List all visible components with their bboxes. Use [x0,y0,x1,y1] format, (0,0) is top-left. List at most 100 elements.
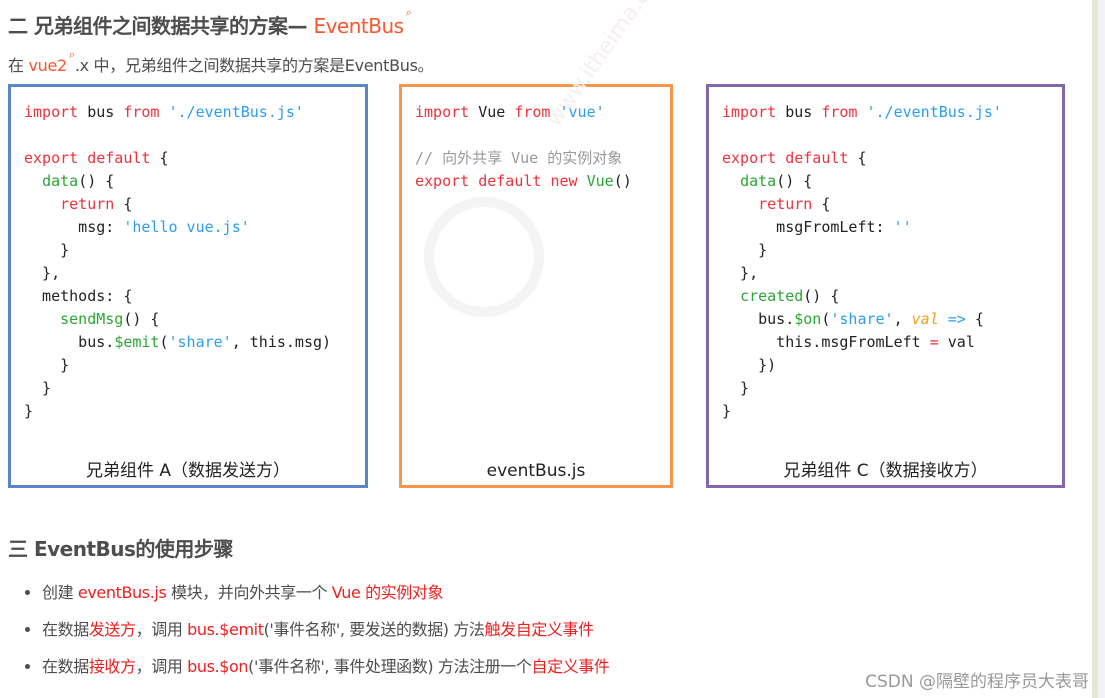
step-highlight: 触发自定义事件 [484,620,595,639]
code-block: import Vue from 'vue' // 向外共享 Vue 的实例对象 … [415,101,632,193]
code-comment: // 向外共享 Vue 的实例对象 [415,149,623,167]
code-token: import [24,103,79,121]
step-highlight: eventBus.js [77,583,167,602]
code-token: bus. [722,310,795,328]
code-token: '' [893,218,912,236]
code-token: export default [722,149,849,167]
code-token: import [722,103,777,121]
code-line: methods: { [24,287,133,305]
code-token: 'hello vue.js' [123,218,250,236]
code-token [578,172,587,190]
heading-text: 二 兄弟组件之间数据共享的方案— [8,14,314,38]
code-token: Vue [586,172,614,190]
code-token: () { [776,172,813,190]
code-line: } [24,379,52,397]
step-highlight: bus.$on [187,657,249,676]
code-token: () { [803,287,840,305]
section-heading-eventbus-steps: 三 EventBus的使用步骤 [8,537,233,561]
code-line: }, [722,264,759,282]
code-token: ( [159,333,169,351]
eventbus-link[interactable]: EventBus [313,14,404,38]
step-highlight: 接收方 [88,657,136,676]
code-token [939,310,948,328]
code-token: 'share' [168,333,232,351]
code-token: 'share' [830,310,894,328]
code-token: this.msgFromLeft [722,333,930,351]
intro-prefix: 在 [8,56,29,75]
code-token: from [821,103,858,121]
code-token: from [514,103,551,121]
scrollbar-thumb[interactable] [1098,0,1105,698]
step-highlight: bus.$emit [187,620,264,639]
code-token [24,195,60,213]
list-item: 创建 eventBus.js 模块，并向外共享一个 Vue 的实例对象 [42,580,610,617]
code-token: bus. [24,333,115,351]
code-token: { [965,310,984,328]
code-line: } [24,241,70,259]
code-token: return [758,195,813,213]
vue2-link[interactable]: vue2 [28,56,68,75]
code-token: export default new [415,172,578,190]
code-line: }) [722,356,777,374]
steps-list: 创建 eventBus.js 模块，并向外共享一个 Vue 的实例对象 在数据发… [22,580,610,691]
code-token: from [123,103,160,121]
code-box-eventbus: www.itheima.com import Vue from 'vue' //… [399,0,675,488]
search-icon[interactable]: ⌕ [405,6,412,19]
code-token [24,310,60,328]
step-text: 在数据 [42,657,89,676]
code-token: val [911,310,939,328]
step-text: 模块，并向外共享一个 [166,583,332,602]
step-text: ，调用 [135,620,188,639]
step-text: 创建 [42,583,78,602]
code-line: }, [24,264,61,282]
code-token: ( [821,310,831,328]
code-line: } [722,402,732,420]
code-token: Vue [469,103,515,121]
code-token: data [42,172,79,190]
code-box-sibling-c: import bus from './eventBus.js' export d… [706,84,1065,488]
step-highlight: 自定义事件 [531,657,610,676]
code-token: => [947,310,966,328]
step-highlight: 发送方 [88,620,136,639]
code-token: = [929,333,939,351]
step-text: ('事件名称', 事件处理函数) 方法注册一个 [248,657,532,676]
step-text: 在数据 [42,620,89,639]
code-line: } [24,356,70,374]
page-scrollbar[interactable] [1092,0,1105,698]
code-token: , [893,310,912,328]
code-token: val [938,333,975,351]
code-token: created [740,287,804,305]
list-item: 在数据发送方，调用 bus.$emit('事件名称', 要发送的数据) 方法触发… [42,617,610,654]
code-token [24,172,42,190]
code-token: { [848,149,867,167]
code-token: () { [123,310,160,328]
code-token: () { [78,172,115,190]
intro-paragraph: 在 vue2⌕.x 中，兄弟组件之间数据共享的方案是EventBus。 [8,48,434,76]
code-token: bus [776,103,822,121]
code-token: bus [78,103,124,121]
code-block: import bus from './eventBus.js' export d… [24,101,331,423]
code-token: msg: [24,218,124,236]
code-token: return [60,195,115,213]
box-caption: eventBus.js [486,461,586,481]
code-token: , this.msg) [231,333,332,351]
code-line: } [722,379,750,397]
list-item: 在数据接收方，调用 bus.$on('事件名称', 事件处理函数) 方法注册一个… [42,654,610,691]
code-line: } [722,241,768,259]
code-box-sibling-a: import bus from './eventBus.js' export d… [8,84,368,488]
step-text: ，调用 [135,657,188,676]
box-caption: 兄弟组件 A（数据发送方） [85,461,291,481]
code-line: } [24,402,34,420]
box-caption: 兄弟组件 C（数据接收方） [783,461,988,481]
step-highlight: Vue 的实例对象 [331,583,444,602]
code-token: $emit [114,333,160,351]
code-token [722,195,758,213]
code-block: import bus from './eventBus.js' export d… [722,101,1002,423]
intro-suffix: .x 中，兄弟组件之间数据共享的方案是EventBus。 [74,56,434,75]
code-token: () [613,172,632,190]
code-token: './eventBus.js' [159,103,304,121]
code-token: data [740,172,777,190]
section-heading-eventbus-solution: 二 兄弟组件之间数据共享的方案— EventBus⌕ [8,6,412,39]
search-icon[interactable]: ⌕ [68,48,75,61]
csdn-watermark: CSDN @隔壁的程序员大表哥 [865,672,1089,692]
